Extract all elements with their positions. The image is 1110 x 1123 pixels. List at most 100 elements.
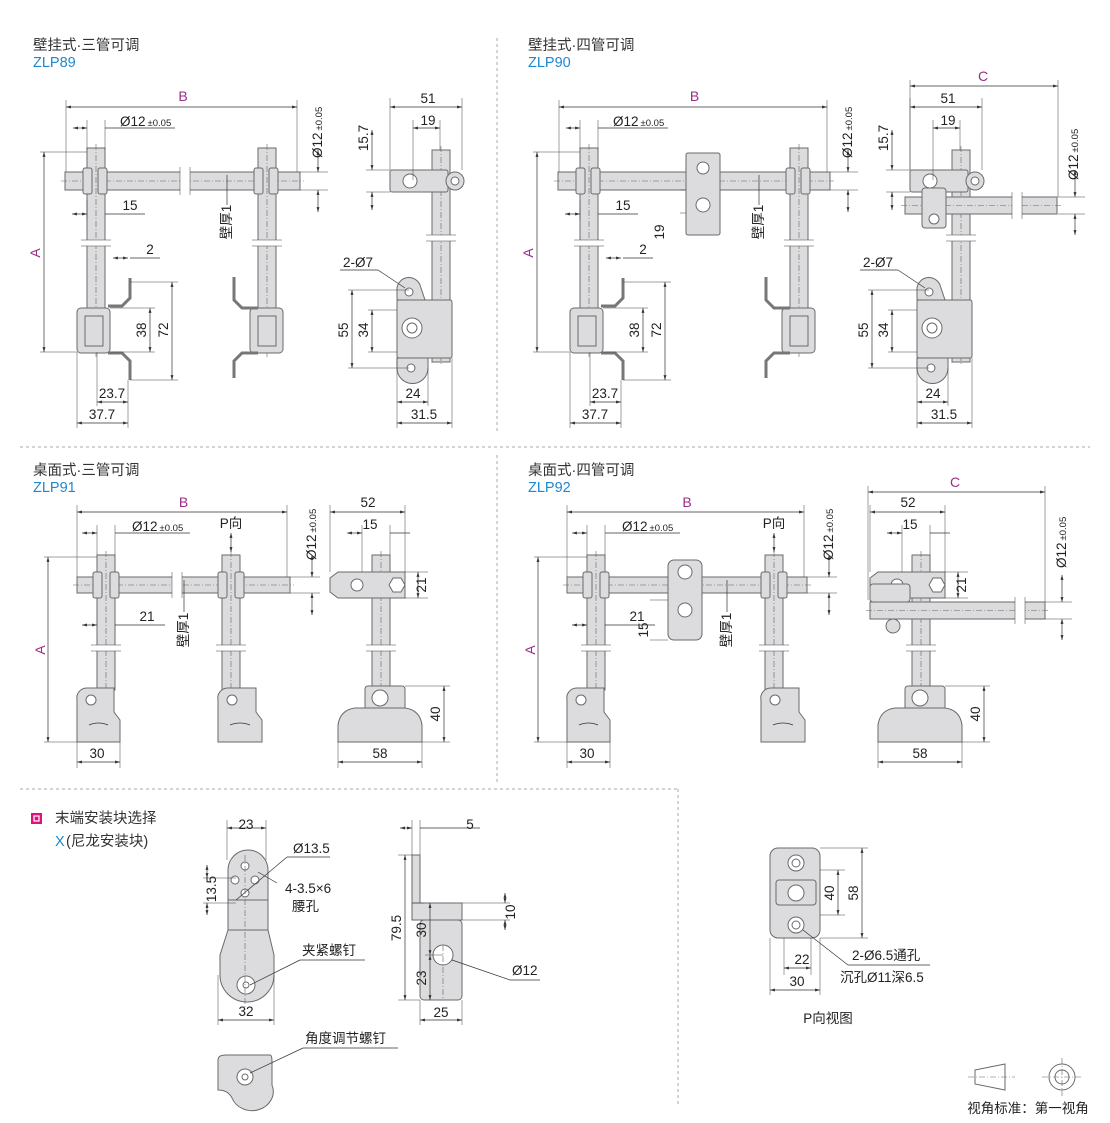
tolerance-value: ±0.05 <box>308 509 319 533</box>
dimension-label: 51 <box>940 91 955 106</box>
tube-clamp <box>599 571 610 599</box>
tube-break <box>585 645 607 651</box>
tube-break <box>95 645 117 651</box>
tube-clamp <box>82 167 93 195</box>
diameter-value: Ø12 <box>821 534 836 560</box>
dimension-label: 72 <box>156 322 171 337</box>
tube-bore <box>350 578 364 592</box>
tolerance-value: ±0.05 <box>314 107 325 131</box>
view-title: 壁挂式·三管可调 <box>33 37 139 54</box>
slot <box>229 722 251 726</box>
desk-base <box>337 707 423 743</box>
dimension-letter-b: B <box>179 494 188 510</box>
tube-hole <box>677 602 693 618</box>
dimension-letter-a: A <box>520 248 536 258</box>
wall-plate <box>601 278 625 380</box>
dimension-label: 55 <box>856 322 871 337</box>
diameter-tolerance-label: Ø12±0.05 <box>132 519 183 534</box>
diameter-value: Ø12 <box>622 519 648 534</box>
dimension-label: 15.7 <box>876 125 891 151</box>
dimension-label: Ø12 <box>512 963 538 978</box>
hex-nut <box>677 564 693 580</box>
bolt-hole <box>85 694 97 706</box>
tube-break <box>430 235 452 241</box>
tube-clamp <box>785 167 796 195</box>
diameter-value: Ø12 <box>613 114 639 129</box>
dimension-label: 10 <box>503 904 518 919</box>
dimension-label: 21 <box>629 609 644 624</box>
extension-line <box>249 1047 304 1074</box>
extension-line <box>802 929 849 966</box>
dimension-label: 19 <box>940 113 955 128</box>
dimension-label: 21 <box>414 577 429 592</box>
dimension-label: 15 <box>122 198 137 213</box>
center-clamp-block <box>685 152 721 236</box>
diameter-tolerance-label: Ø12±0.05 <box>840 107 855 158</box>
dimension-letter-c: C <box>978 68 988 84</box>
dimension-letter-a: A <box>27 248 43 258</box>
dimension-label: 52 <box>900 495 915 510</box>
extension-line <box>451 959 511 981</box>
wall-thickness-label: 壁厚1 <box>751 205 766 240</box>
dimension-label: 38 <box>627 322 642 337</box>
dimension-label: 19 <box>420 113 435 128</box>
wall-thickness-label: 壁厚1 <box>219 205 234 240</box>
dimension-label: 58 <box>846 885 861 900</box>
wall-thickness-label: 壁厚1 <box>719 613 734 648</box>
diameter-tolerance-label: Ø12±0.05 <box>120 114 171 129</box>
pivot-bolt <box>970 176 980 186</box>
slot-hole <box>250 875 260 885</box>
desk-mount-block <box>760 687 806 743</box>
dimension-label: 21 <box>954 577 969 592</box>
dimension-label: 15 <box>636 622 651 637</box>
tube-clamp <box>800 167 811 195</box>
dimension-label: 2 <box>639 242 647 257</box>
tube-break <box>220 645 242 651</box>
tube-bore <box>787 884 805 902</box>
tube-bore <box>402 173 418 189</box>
tolerance-value: ±0.05 <box>825 509 836 533</box>
nylon-block-head <box>227 849 269 901</box>
tube-clamp <box>253 167 264 195</box>
tube-break <box>950 235 972 241</box>
dimension-label: 角度调节螺钉 <box>305 1031 386 1046</box>
dimension-label: 72 <box>649 322 664 337</box>
diameter-tolerance-label: Ø12±0.05 <box>622 519 673 534</box>
dimension-label: Ø13.5 <box>293 841 330 856</box>
tube-bore <box>911 689 929 707</box>
dimension-label: 23 <box>414 970 429 985</box>
dimension-label: 13.5 <box>204 876 219 902</box>
tube-clamp <box>389 169 449 193</box>
option-code: X <box>55 834 65 850</box>
through-hole <box>791 858 801 868</box>
dimension-letter-b: B <box>178 88 187 104</box>
tube-break <box>85 240 107 246</box>
projection-standard-label: 视角标准：第一视角 <box>967 1100 1089 1116</box>
slot <box>772 722 794 726</box>
tube-clamp <box>268 167 279 195</box>
clamp-screw-core <box>242 981 250 989</box>
diameter-tolerance-label: Ø12±0.05 <box>310 107 325 158</box>
slot <box>88 722 109 726</box>
legend-marker <box>31 813 42 824</box>
tube-clamp <box>234 571 245 599</box>
dimension-letter-b: B <box>682 494 691 510</box>
dimension-label: 24 <box>925 386 941 401</box>
diameter-value: Ø12 <box>132 519 158 534</box>
dimension-label: 23.7 <box>592 386 618 401</box>
hex-nut <box>928 577 946 593</box>
wall-plate <box>108 278 132 380</box>
tube-break <box>1015 600 1025 621</box>
dimension-label: 15 <box>362 517 377 532</box>
section-heading: 末端安装块选择 <box>55 810 157 827</box>
dimension-label: 58 <box>912 746 927 761</box>
dimension-label: 51 <box>420 91 435 106</box>
bolt-hole <box>696 161 710 175</box>
legend-marker-ring <box>33 815 40 822</box>
dimension-label: 4-3.5×6 <box>285 881 331 896</box>
diameter-value: Ø12 <box>840 132 855 158</box>
l-plate-horizontal <box>411 902 463 921</box>
tolerance-value: ±0.05 <box>148 118 172 129</box>
dimension-label: 40 <box>968 706 983 721</box>
